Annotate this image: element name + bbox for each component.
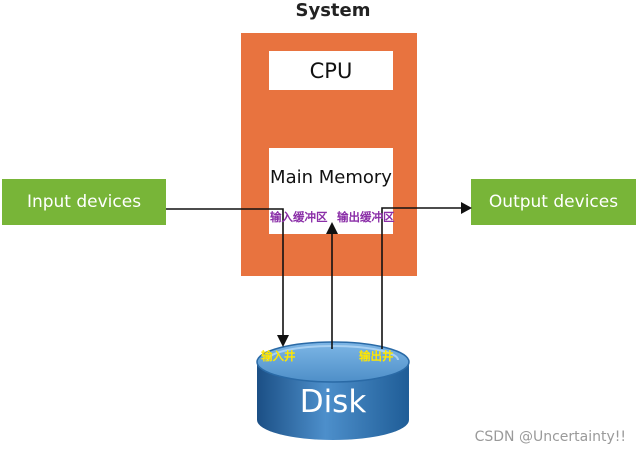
input-devices-label: Input devices: [26, 192, 142, 212]
output-buffer-label: 输出缓冲区: [337, 210, 395, 224]
well-to-output-arrow-line: [381, 207, 463, 349]
input-devices-box: Input devices: [2, 179, 166, 225]
disk-body: [257, 363, 409, 440]
arrowhead-icon: [461, 202, 472, 214]
arrowhead-icon: [326, 222, 338, 234]
output-devices-box: Output devices: [471, 179, 636, 225]
input-to-well-arrow-line: [166, 208, 284, 336]
input-well-label: 输入井: [261, 349, 296, 363]
input-buffer-label: 输入缓冲区: [270, 210, 328, 224]
watermark: CSDN @Uncertainty!!: [474, 429, 626, 445]
disk-top-shine: [267, 345, 399, 361]
cpu-label: CPU: [309, 58, 353, 83]
disk-cylinder: [256, 341, 410, 440]
disk-top: [256, 341, 410, 383]
output-well-label: 输出井: [359, 349, 394, 363]
arrowhead-icon: [277, 335, 289, 347]
disk-label: Disk: [299, 384, 367, 420]
cpu-box: CPU: [269, 51, 393, 90]
output-devices-label: Output devices: [488, 192, 619, 212]
main-memory-box: [269, 148, 393, 234]
main-memory-label: Main Memory: [270, 167, 392, 188]
system-title: System: [295, 0, 371, 21]
